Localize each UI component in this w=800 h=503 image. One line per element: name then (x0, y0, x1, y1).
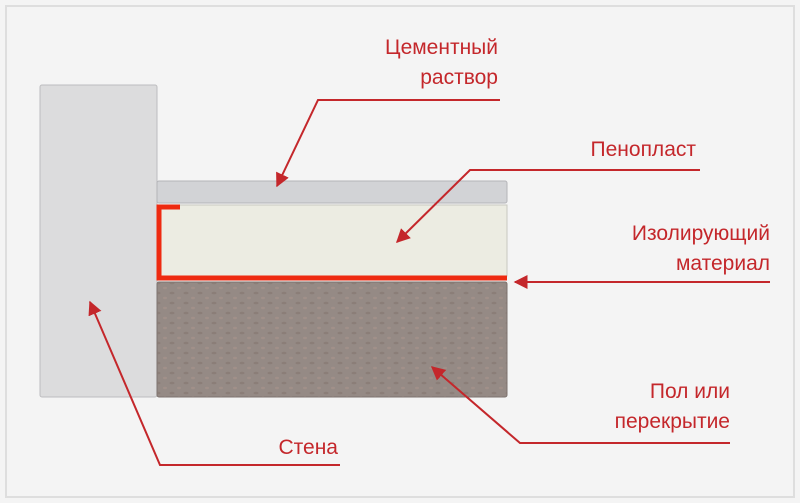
floor-leader (430, 366, 730, 444)
frame (5, 5, 795, 498)
floor-texture (157, 282, 507, 397)
label-cement-2: раствор (420, 66, 498, 89)
label-wall: Стена (278, 436, 338, 459)
label-insulation-2: материал (676, 252, 770, 275)
label-foam: Пенопласт (591, 138, 697, 161)
wall (39, 84, 158, 398)
foam-layer (158, 204, 508, 277)
label-cement-1: Цементный (385, 36, 498, 59)
label-insulation-1: Изолирующий (632, 222, 770, 245)
label-floor-2: перекрытие (615, 410, 730, 433)
foam-leader (396, 169, 700, 243)
label-floor-1: Пол или (650, 380, 730, 403)
wall-leader (88, 300, 340, 466)
leader-lines (88, 99, 770, 466)
insulation-material-line (156, 204, 507, 281)
cement-leader (276, 99, 500, 188)
cement-screed-layer (156, 180, 508, 204)
